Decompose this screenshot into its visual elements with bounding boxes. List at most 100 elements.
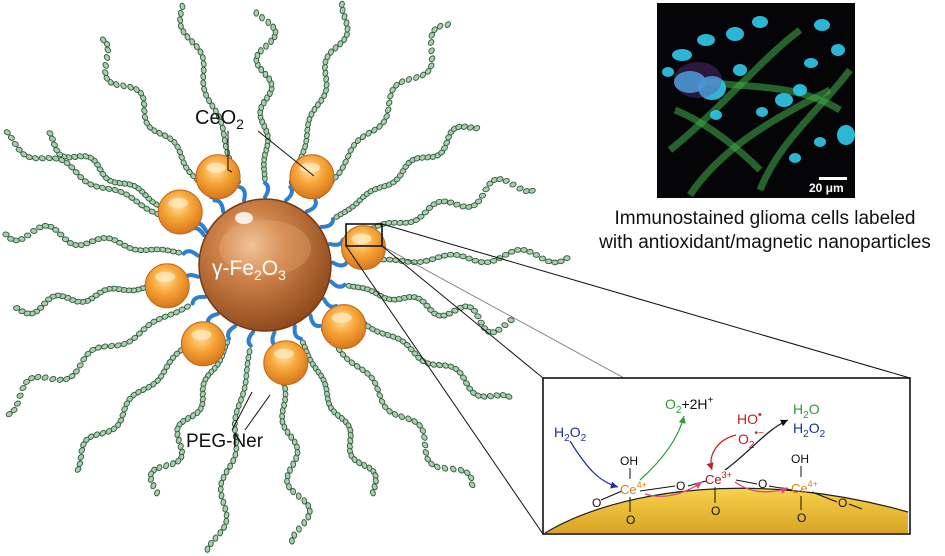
linker-11 bbox=[308, 313, 322, 328]
peg-bead bbox=[223, 468, 230, 476]
peg-bead bbox=[96, 166, 104, 173]
peg-bead bbox=[84, 350, 92, 357]
peg-bead bbox=[386, 256, 394, 263]
peg-bead bbox=[77, 174, 85, 181]
peg-bead bbox=[445, 134, 453, 141]
bottom-o-1: O bbox=[626, 513, 635, 527]
peg-bead bbox=[453, 201, 461, 208]
peg-bead bbox=[460, 374, 467, 381]
peg-bead bbox=[341, 13, 348, 21]
peg-bead bbox=[421, 209, 429, 216]
glioma-micrograph: 20 μm bbox=[657, 3, 855, 198]
peg-bead bbox=[287, 466, 293, 474]
linker-7 bbox=[327, 237, 345, 247]
scale-bar-label: 20 μm bbox=[809, 181, 844, 195]
nucleus bbox=[814, 137, 826, 147]
cell-process bbox=[756, 67, 853, 192]
peg-bead bbox=[393, 81, 400, 89]
peg-bead bbox=[475, 198, 483, 205]
peg-bead bbox=[77, 453, 85, 461]
nucleus bbox=[804, 58, 818, 68]
peg-bead bbox=[18, 308, 26, 315]
peg-bead bbox=[177, 442, 184, 451]
peg-bead bbox=[36, 224, 44, 231]
peg-bead bbox=[422, 258, 431, 264]
nucleus bbox=[814, 19, 830, 31]
peg-bead bbox=[416, 259, 424, 265]
peg-bead bbox=[72, 368, 80, 375]
peg-bead bbox=[385, 106, 392, 114]
peg-bead bbox=[76, 153, 84, 160]
peg-bead bbox=[563, 255, 571, 261]
ceo2-sphere bbox=[263, 340, 309, 386]
ceo2-highlight bbox=[273, 348, 294, 359]
peg-bead bbox=[50, 141, 58, 148]
ceo2-sphere bbox=[340, 225, 386, 271]
peg-bead bbox=[434, 254, 443, 261]
peg-bead bbox=[218, 492, 225, 500]
peg-bead bbox=[508, 248, 516, 255]
nucleus bbox=[662, 67, 674, 77]
ceo2-sphere bbox=[195, 154, 241, 200]
linker-19 bbox=[181, 249, 200, 258]
peg-bead bbox=[514, 247, 522, 253]
peg-bead bbox=[428, 47, 435, 55]
linker-14 bbox=[246, 329, 256, 348]
peg-bead bbox=[13, 305, 21, 311]
peg-bead bbox=[286, 483, 292, 491]
peg-bead bbox=[490, 257, 498, 264]
peg-bead bbox=[446, 199, 455, 206]
arrow-radicals-to-ce3 bbox=[706, 434, 737, 471]
ceo2-pointer-left bbox=[227, 131, 233, 173]
peg-bead bbox=[473, 125, 481, 132]
ceo2-highlight bbox=[299, 162, 320, 173]
peg-bead bbox=[121, 405, 128, 413]
peg-bead bbox=[169, 460, 176, 468]
peg-bead bbox=[422, 449, 430, 456]
caption-line-1: Immunostained glioma cells labeled bbox=[615, 208, 916, 229]
peg-bead bbox=[140, 100, 148, 108]
bottom-o-2: O bbox=[711, 504, 720, 518]
peg-bead bbox=[398, 78, 406, 86]
peg-bead bbox=[372, 477, 379, 485]
ceo2-pointer-right bbox=[257, 130, 315, 177]
peg-bead bbox=[268, 37, 274, 45]
peg-bead bbox=[434, 463, 441, 471]
peg-bead bbox=[179, 2, 186, 10]
peg-bead bbox=[266, 75, 273, 83]
peg-bead bbox=[507, 317, 515, 324]
peg-bead bbox=[105, 428, 113, 435]
peg-bead bbox=[460, 123, 468, 130]
peg-pointer-left bbox=[231, 391, 253, 431]
peg-bead bbox=[371, 483, 378, 491]
peg-bead bbox=[66, 240, 75, 246]
nucleus bbox=[698, 76, 726, 100]
peg-bead bbox=[459, 253, 467, 260]
peg-bead bbox=[127, 83, 134, 91]
peg-bead bbox=[383, 113, 390, 120]
ceo2-highlight bbox=[155, 271, 176, 282]
peg-bead bbox=[495, 326, 503, 333]
peg-bead bbox=[230, 456, 237, 465]
peg-bead bbox=[441, 144, 448, 152]
peg-bead bbox=[467, 124, 474, 131]
h2o2-right-label: H2O2 bbox=[793, 420, 826, 440]
peg-bead bbox=[141, 113, 149, 121]
peg-bead bbox=[254, 51, 261, 60]
peg-bead bbox=[259, 14, 265, 22]
peg-bead bbox=[102, 62, 109, 69]
linker-17 bbox=[190, 294, 207, 306]
zoom-line-1 bbox=[381, 223, 911, 379]
cytoplasm-stain bbox=[674, 62, 722, 98]
peg-bead bbox=[61, 236, 70, 243]
peg-bead bbox=[436, 22, 444, 30]
peg-bead bbox=[376, 392, 384, 399]
core-label: γ-Fe2O3 bbox=[212, 257, 286, 283]
peg-bead bbox=[301, 519, 308, 527]
peg-bead bbox=[31, 155, 40, 162]
peg-bead bbox=[45, 296, 53, 303]
peg-bead bbox=[56, 376, 64, 383]
peg-bead bbox=[451, 307, 459, 314]
peg-bead bbox=[162, 132, 169, 140]
peg-bead bbox=[189, 38, 196, 46]
